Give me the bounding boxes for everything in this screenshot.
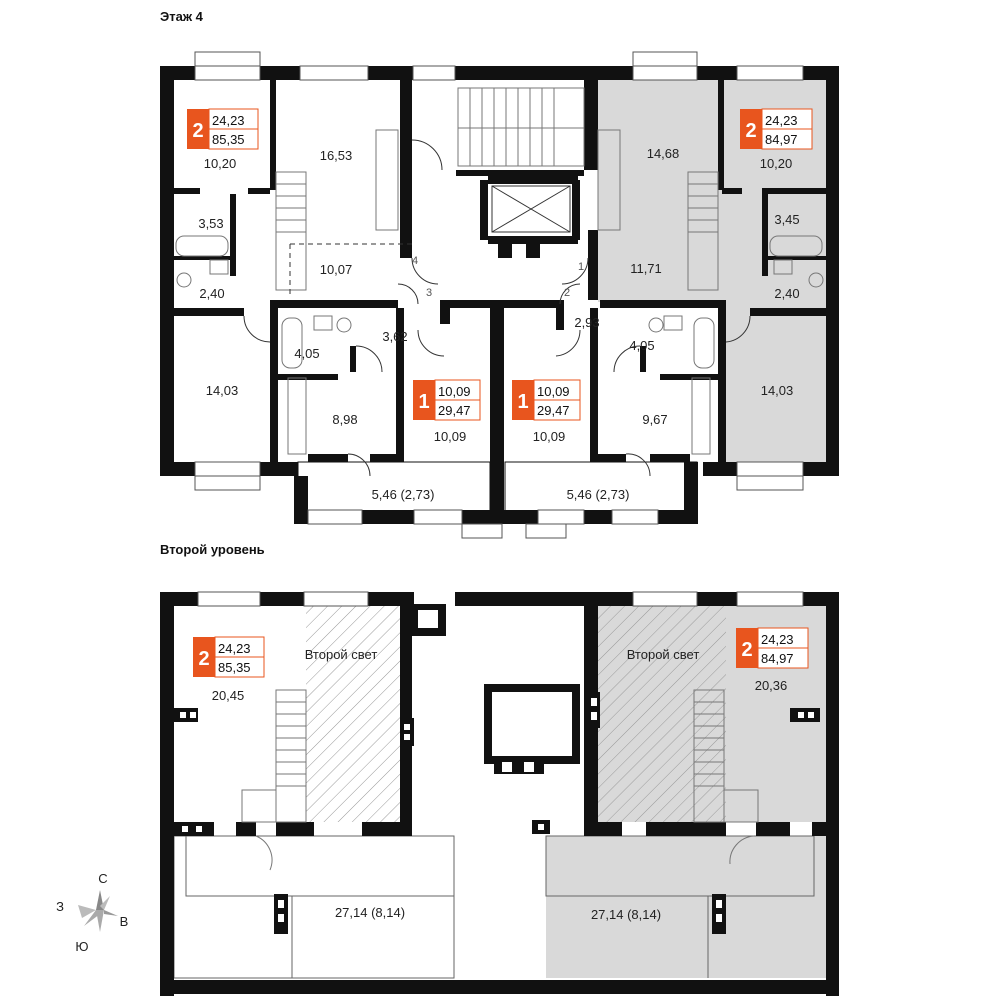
area-label: 10,09 (434, 429, 467, 444)
area-label: 3,45 (774, 212, 799, 227)
svg-text:2: 2 (192, 120, 203, 142)
area-label: 3,62 (382, 329, 407, 344)
area-label: 10,07 (320, 262, 353, 277)
badge-apartment-2-left: 2 24,23 85,35 (187, 108, 259, 150)
compass-north: С (98, 871, 107, 886)
compass-south: Ю (75, 939, 88, 954)
area-labels-floor4: 10,20 16,53 3,53 10,07 2,40 14,03 4,05 3… (198, 146, 799, 502)
staircase (457, 87, 585, 167)
area-label: 14,03 (761, 383, 794, 398)
svg-text:2: 2 (564, 287, 570, 299)
svg-text:2: 2 (198, 648, 209, 670)
second-light-left (306, 606, 400, 822)
area-label: 27,14 (8,14) (591, 907, 661, 922)
compass-east: В (120, 914, 129, 929)
area-label: 10,20 (204, 156, 237, 171)
area-label: 27,14 (8,14) (335, 905, 405, 920)
windows-floor4 (194, 51, 804, 539)
door-numbers: 1 2 3 4 (412, 255, 584, 299)
svg-text:2: 2 (745, 120, 756, 142)
badge-level2-right: 2 24,23 84,97 (736, 627, 809, 669)
area-label: 14,68 (647, 146, 680, 161)
svg-text:24,23: 24,23 (212, 113, 245, 128)
area-label: 2,93 (574, 315, 599, 330)
internal-stairs-level2 (241, 689, 759, 871)
outer-walls-floor4 (160, 66, 839, 524)
second-light-label: Второй свет (627, 647, 700, 662)
floor-title: Этаж 4 (160, 9, 204, 24)
badge-apartment-2-right: 2 24,23 84,97 (740, 108, 813, 150)
door-swings (243, 139, 751, 477)
svg-text:84,97: 84,97 (761, 651, 794, 666)
svg-text:10,09: 10,09 (537, 384, 570, 399)
svg-text:4: 4 (412, 255, 418, 267)
svg-text:85,35: 85,35 (212, 132, 245, 147)
badge-apartment-1-right: 1 10,09 29,47 (512, 379, 581, 421)
second-light-label: Второй свет (305, 647, 378, 662)
fixtures-floor4 (175, 129, 824, 455)
svg-text:1: 1 (517, 391, 528, 413)
area-label: 3,53 (198, 216, 223, 231)
svg-text:29,47: 29,47 (438, 403, 471, 418)
area-label: 14,03 (206, 383, 239, 398)
terrace-left (173, 835, 455, 979)
level2-title: Второй уровень (160, 542, 265, 557)
svg-text:10,09: 10,09 (438, 384, 471, 399)
svg-text:24,23: 24,23 (218, 641, 251, 656)
elevator-shaft (491, 185, 571, 233)
area-label: 10,20 (760, 156, 793, 171)
compass-rose-icon: С Ю З В (56, 871, 128, 954)
internal-stairs (275, 171, 719, 296)
svg-text:1: 1 (418, 391, 429, 413)
terrace-left-inner (185, 835, 455, 897)
svg-text:84,97: 84,97 (765, 132, 798, 147)
area-label: 2,40 (199, 286, 224, 301)
badge-level2-left: 2 24,23 85,35 (193, 636, 265, 678)
area-label: 5,46 (2,73) (567, 487, 630, 502)
highlight-apartment-right-lower (725, 302, 826, 462)
compass-west: З (56, 899, 64, 914)
svg-text:24,23: 24,23 (761, 632, 794, 647)
area-label: 5,46 (2,73) (372, 487, 435, 502)
area-label: 9,67 (642, 412, 667, 427)
svg-text:1: 1 (578, 261, 584, 273)
area-label: 8,98 (332, 412, 357, 427)
area-label: 2,40 (774, 286, 799, 301)
area-label: 10,09 (533, 429, 566, 444)
svg-text:85,35: 85,35 (218, 660, 251, 675)
area-label: 11,71 (630, 261, 662, 276)
svg-text:3: 3 (426, 287, 432, 299)
windows-level2 (197, 591, 804, 607)
area-label: 20,36 (755, 678, 788, 693)
svg-text:29,47: 29,47 (537, 403, 570, 418)
area-label: 4,05 (294, 346, 319, 361)
area-label: 16,53 (320, 148, 353, 163)
area-label: 4,05 (629, 338, 654, 353)
openings-level2 (180, 610, 814, 922)
area-labels-level2: 20,45 20,36 27,14 (8,14) 27,14 (8,14) Вт… (212, 647, 788, 922)
svg-text:24,23: 24,23 (765, 113, 798, 128)
svg-text:2: 2 (741, 639, 752, 661)
badge-apartment-1-left: 1 10,09 29,47 (413, 379, 481, 421)
interior-walls-floor4 (174, 80, 826, 462)
roof-terrace-right (546, 836, 826, 978)
area-label: 20,45 (212, 688, 245, 703)
